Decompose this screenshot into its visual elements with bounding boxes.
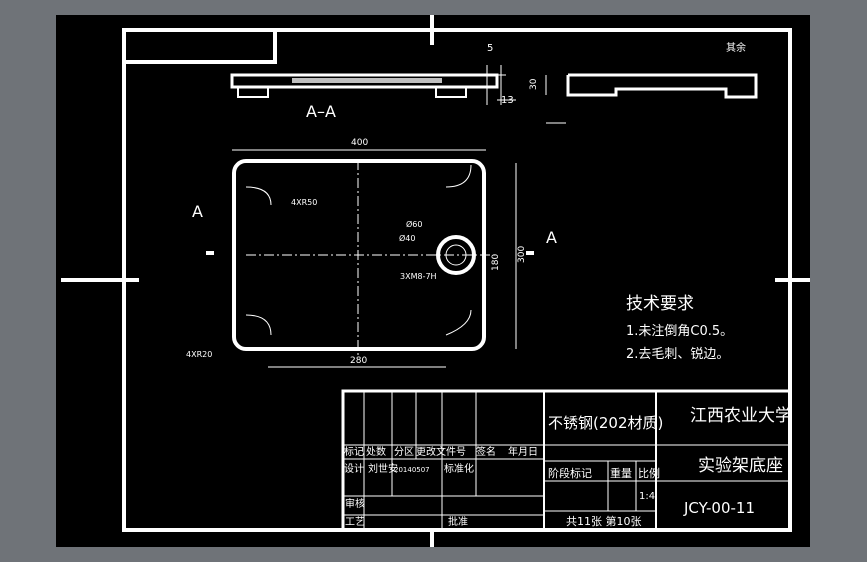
hdr-zone: 分区 <box>394 446 414 458</box>
dim-dia-60: Ø60 <box>406 219 422 229</box>
tech-item-1: 1.未注倒角C0.5。 <box>626 324 733 339</box>
drawing-number: JCY-00-11 <box>683 499 755 517</box>
weight-label: 重量 <box>610 466 632 480</box>
dim-width: 400 <box>351 138 368 148</box>
dim-height: 300 <box>517 246 527 263</box>
hdr-count: 处数 <box>366 445 386 458</box>
section-mark-right: A <box>546 228 557 247</box>
designer-id: 20140507 <box>394 466 430 474</box>
title-block <box>341 389 792 532</box>
hdr-sign: 签名 <box>476 445 496 458</box>
review-label: 审核 <box>345 497 365 510</box>
dim-thread: 3XM8-7H <box>400 272 437 281</box>
drawing-sheet: 5 13 A–A 30 其余 400 300 180 280 4XR50 4XR… <box>56 15 810 547</box>
dim-right-height: 30 <box>529 78 539 90</box>
section-view <box>230 65 516 105</box>
section-title: A–A <box>306 102 336 121</box>
section-mark-left: A <box>192 202 203 221</box>
material: 不锈钢(202材质) <box>548 414 663 432</box>
dim-corner-bottom: 4XR20 <box>186 350 212 359</box>
cad-drawing: 5 13 A–A 30 其余 400 300 180 280 4XR50 4XR… <box>61 15 810 547</box>
standardize-label: 标准化 <box>444 462 474 475</box>
plate-top-view <box>206 149 534 368</box>
school: 江西农业大学 <box>690 406 792 426</box>
stage-label: 阶段标记 <box>548 466 592 480</box>
corner-label: 其余 <box>726 41 746 54</box>
scale-label: 比例 <box>638 466 660 480</box>
hdr-mark: 标记 <box>344 446 364 458</box>
dim-top-thickness: 5 <box>487 43 493 54</box>
sheet-count: 共11张 第10张 <box>566 514 642 528</box>
approve-label: 批准 <box>448 515 468 528</box>
dim-top-height: 13 <box>501 95 514 106</box>
design-label: 设计 <box>344 462 364 475</box>
scale-value: 1:4 <box>639 491 655 502</box>
hdr-change: 更改文件号 <box>416 445 466 458</box>
process-label: 工艺 <box>345 516 365 528</box>
side-view <box>545 73 758 124</box>
designer: 刘世安 <box>368 462 398 475</box>
dim-dia-40: Ø40 <box>399 233 415 243</box>
tech-item-2: 2.去毛刺、锐边。 <box>626 347 729 362</box>
hdr-date: 年月日 <box>508 445 538 458</box>
code-box <box>124 30 277 64</box>
tech-title: 技术要求 <box>626 294 694 314</box>
dim-inner: 180 <box>491 254 501 271</box>
part-name: 实验架底座 <box>698 456 783 476</box>
dim-corner-top: 4XR50 <box>291 198 317 207</box>
dim-bottom: 280 <box>350 356 367 366</box>
